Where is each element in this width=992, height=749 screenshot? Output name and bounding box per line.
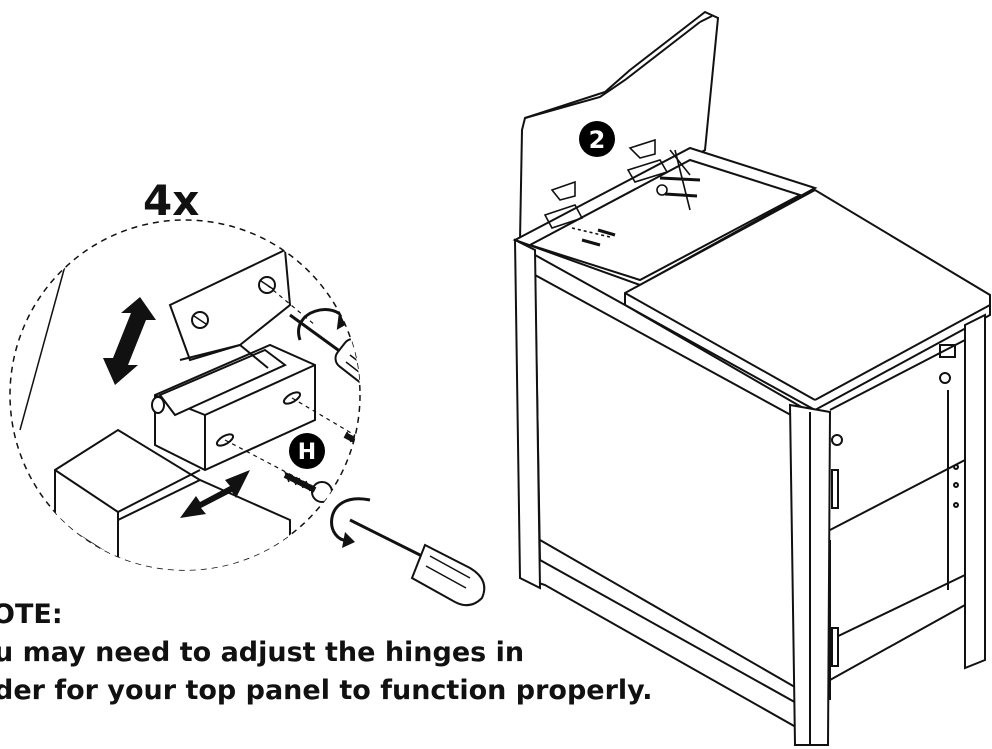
detail-circle	[9, 219, 361, 571]
note-line-1: u may need to adjust the hinges in	[0, 637, 525, 668]
screwdriver-upper	[289, 313, 360, 395]
hinge-detail-callout	[9, 219, 486, 607]
panel-blocks	[54, 428, 291, 570]
front-right-leg	[964, 313, 986, 670]
horizontal-adjust-arrow	[180, 470, 250, 518]
note-line-2: der for your top panel to function prope…	[0, 675, 653, 706]
vertical-adjust-arrow	[103, 297, 156, 385]
cabinet	[512, 10, 991, 746]
lid-hinges	[543, 138, 701, 247]
adjustment-note: OTE: u may need to adjust the hinges in …	[0, 596, 700, 710]
step-number: 2	[589, 126, 606, 154]
screws	[224, 284, 360, 503]
screwdriver-lower	[349, 518, 486, 607]
back-left-leg	[513, 238, 542, 590]
note-heading: OTE:	[0, 599, 63, 630]
panel-edge	[19, 254, 69, 431]
door-hinge-upper	[831, 469, 839, 509]
rotate-arrow-lower	[330, 497, 371, 542]
screw-lower	[283, 471, 333, 503]
part-marker-h: H	[289, 433, 325, 469]
detail-contents	[19, 248, 360, 570]
part-marker-letter: H	[298, 440, 316, 465]
screw-upper	[343, 431, 360, 455]
quantity-label: 4x	[143, 176, 199, 225]
step-marker: 2	[579, 121, 615, 157]
hinge-bracket	[151, 248, 316, 472]
door-hinge-lower	[831, 627, 839, 667]
